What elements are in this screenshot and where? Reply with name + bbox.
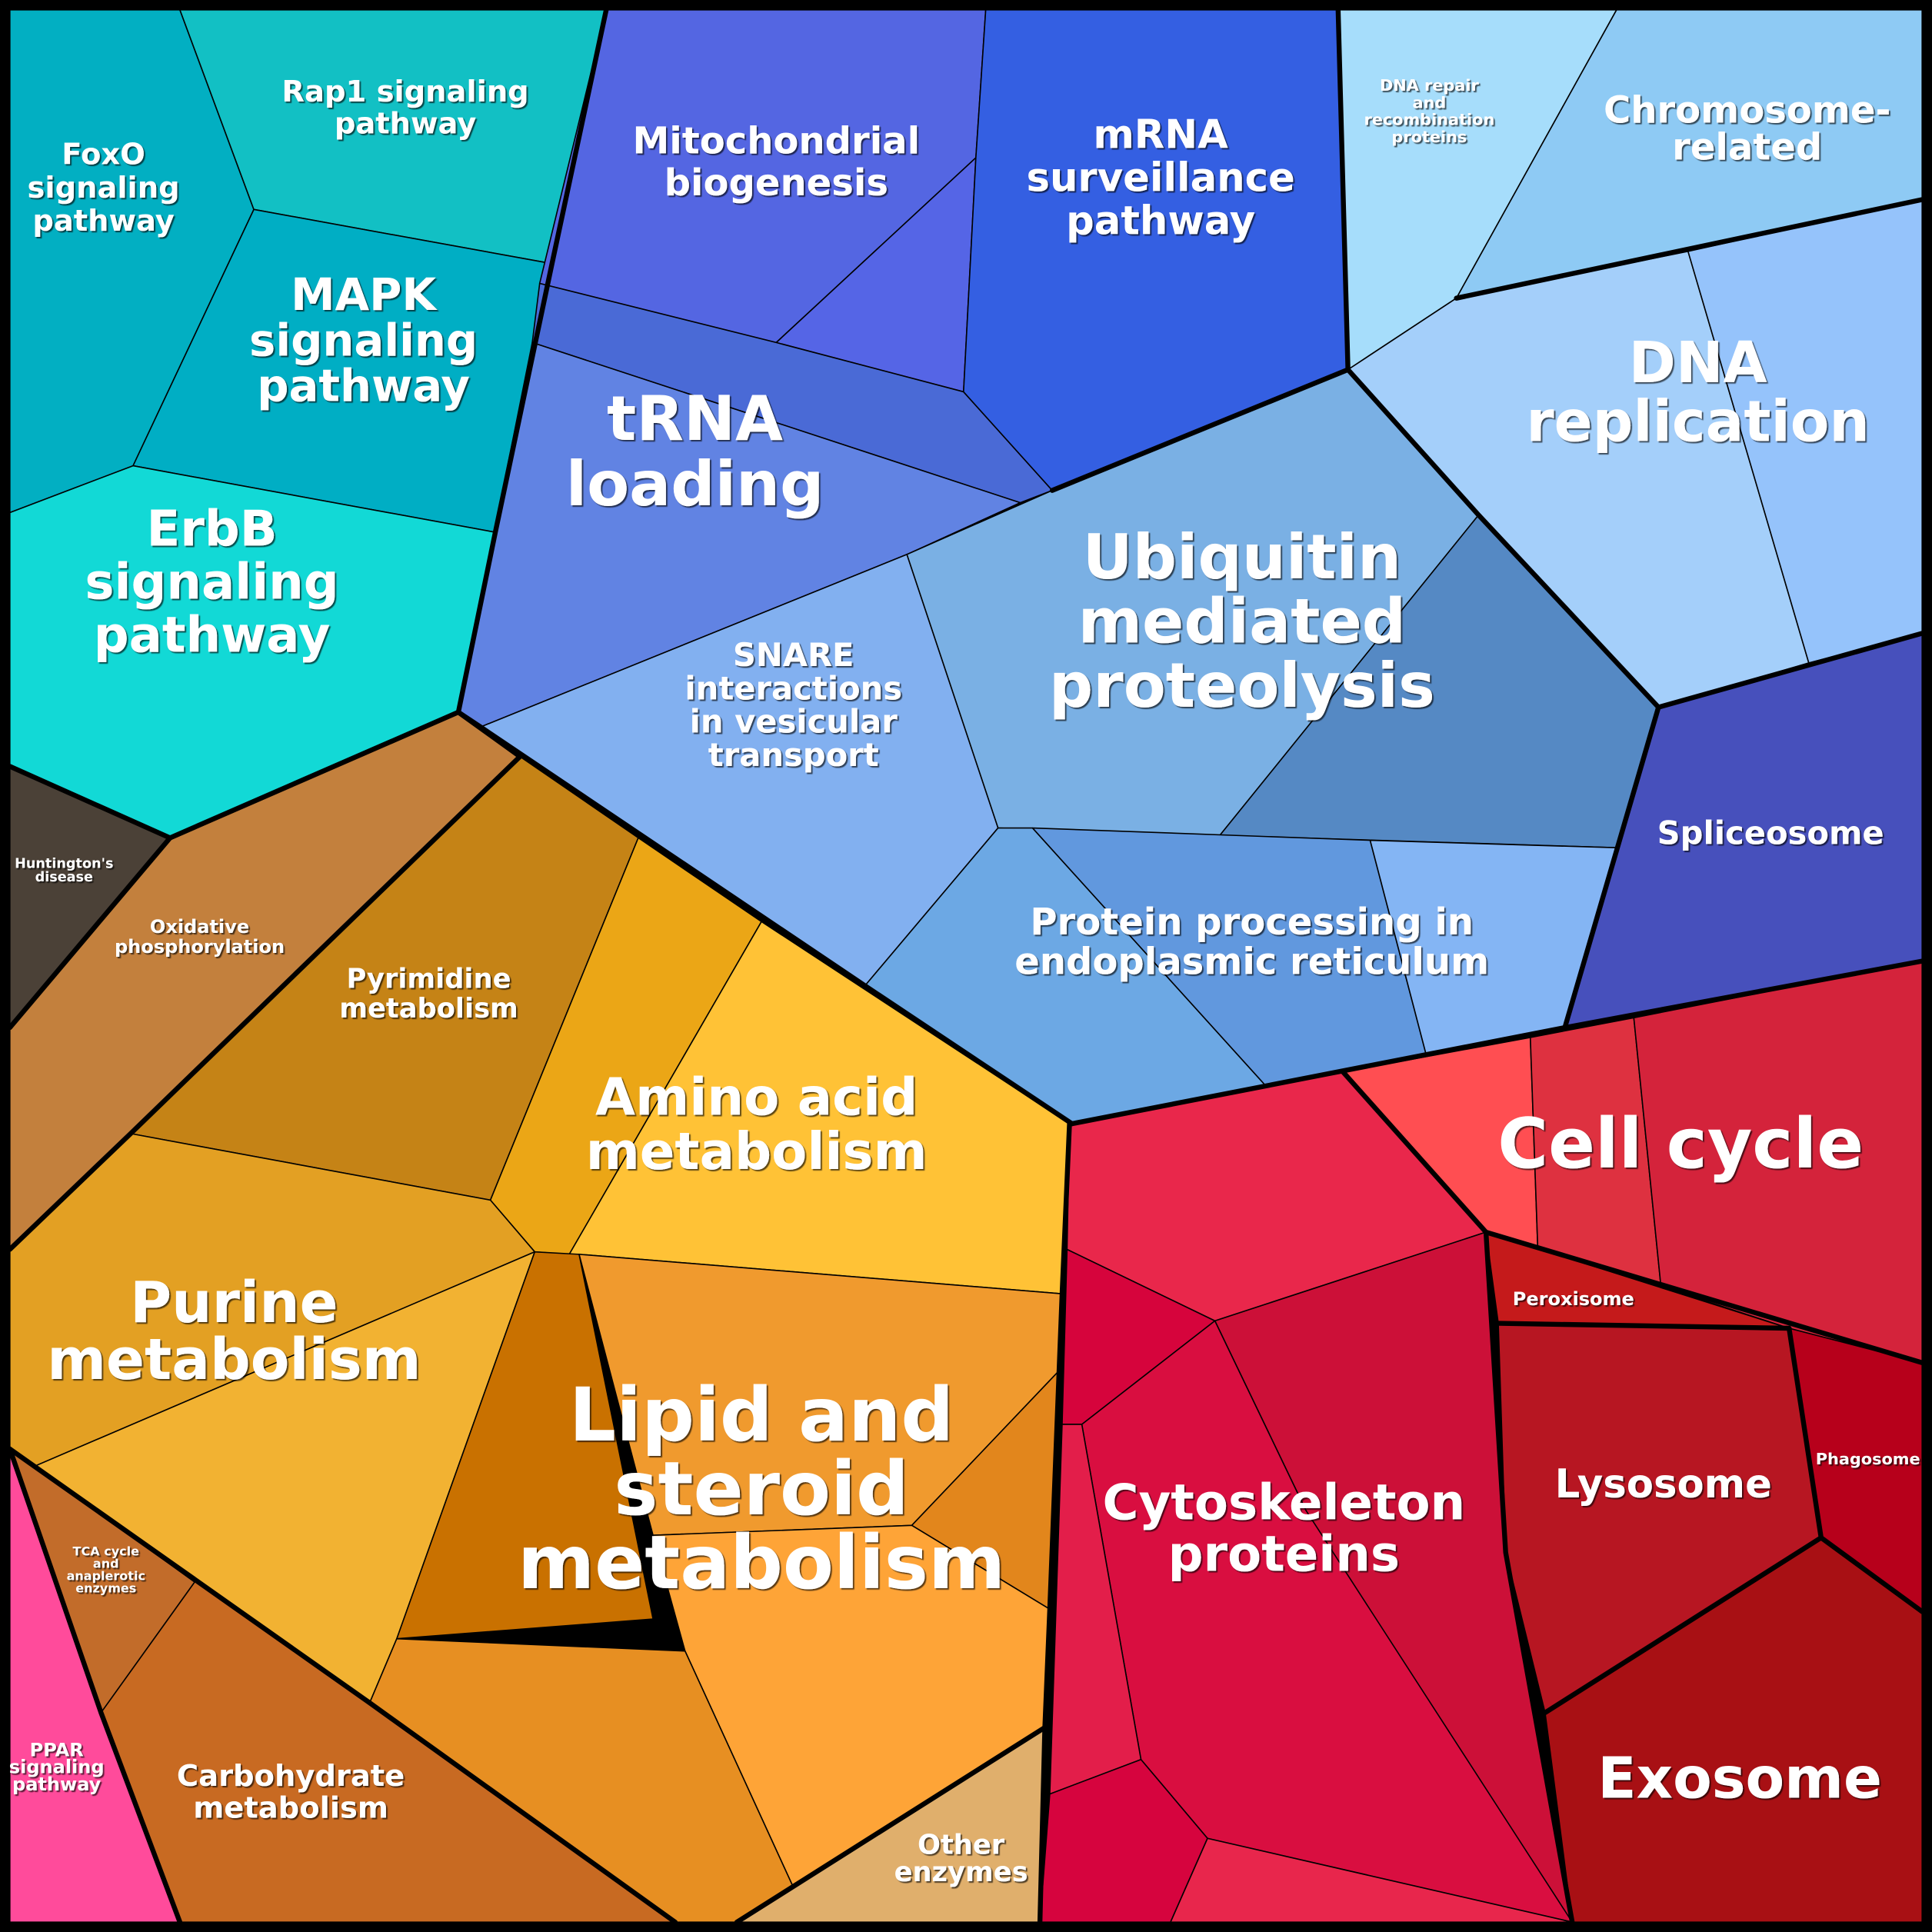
outer-frame [0,0,1932,1932]
